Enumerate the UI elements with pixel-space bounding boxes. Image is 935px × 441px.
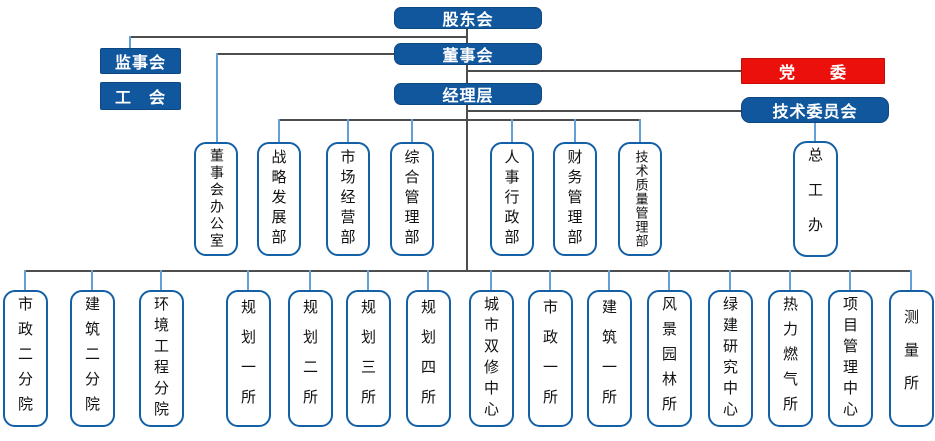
drop-unit-1: [24, 270, 26, 290]
unit-label: 规划三所: [359, 298, 377, 419]
drop-unit-15: [910, 270, 912, 290]
connector-supervisory-branch: [129, 36, 468, 38]
unit-label: 热力燃气所: [781, 296, 799, 421]
drop-unit-13: [789, 270, 791, 290]
department-label: 董事会办公室: [208, 148, 224, 250]
drop-unit-6: [367, 270, 369, 290]
department-box-general: 综合管理部: [390, 142, 434, 256]
connector-tech-committee-branch: [467, 110, 741, 112]
unit-label: 环境工程分院: [152, 295, 170, 422]
drop-supervisory: [129, 36, 131, 48]
unit-label: 规划二所: [301, 298, 319, 419]
box-union-label: 工 会: [114, 88, 166, 107]
unit-box-thermal-gas: 热力燃气所: [768, 290, 813, 427]
department-box-board-office: 董事会办公室: [194, 142, 238, 256]
unit-label: 绿建研究中心: [721, 295, 739, 422]
unit-box-landscape: 风景园林所: [647, 290, 692, 427]
unit-box-municipal-1: 市政一所: [528, 290, 573, 427]
drop-unit-3: [160, 270, 162, 290]
drop-unit-7: [427, 270, 429, 290]
box-chief-engineer-office: 总工办: [793, 141, 838, 257]
drop-unit-14: [849, 270, 851, 290]
unit-box-architecture-branch-2: 建筑二分院: [70, 290, 115, 427]
unit-box-urban-renewal-center: 城市双修中心: [469, 290, 514, 427]
unit-box-project-management-center: 项目管理中心: [828, 290, 873, 427]
unit-label: 规划四所: [419, 298, 437, 419]
chief-engineer-label: 总工办: [806, 146, 824, 252]
unit-box-survey: 测量所: [889, 290, 934, 427]
unit-box-planning-2: 规划二所: [288, 290, 333, 427]
department-box-quality: 技术质量管理部: [618, 142, 662, 256]
unit-label: 风景园林所: [660, 296, 678, 421]
box-management-label: 经理层: [442, 86, 494, 105]
drop-dept-hr: [511, 119, 513, 142]
department-label: 综合管理部: [402, 149, 421, 249]
box-party-committee-label: 党 委: [778, 63, 847, 82]
box-board: 董事会: [394, 43, 542, 65]
box-shareholders: 股东会: [394, 7, 542, 29]
drop-unit-12: [729, 270, 731, 290]
connector-board-office-branch: [217, 53, 394, 55]
drop-dept-market: [347, 119, 349, 142]
unit-box-municipal-branch-2: 市政二分院: [3, 290, 48, 427]
unit-box-planning-1: 规划一所: [226, 290, 271, 427]
drop-unit-5: [309, 270, 311, 290]
connector-departments-distribution: [278, 119, 641, 121]
box-party-committee: 党 委: [741, 58, 885, 84]
department-label: 技术质量管理部: [632, 150, 648, 248]
unit-label: 规划一所: [239, 298, 257, 419]
connector-management-trunk: [466, 105, 468, 271]
unit-label: 城市双修中心: [482, 295, 500, 422]
department-label: 财务管理部: [565, 149, 584, 249]
box-tech-committee-label: 技术委员会: [772, 102, 858, 121]
unit-box-planning-4: 规划四所: [406, 290, 451, 427]
unit-label: 测量所: [902, 309, 920, 408]
connector-bottom-distribution: [24, 270, 912, 272]
unit-label: 项目管理中心: [841, 295, 859, 422]
drop-unit-4: [247, 270, 249, 290]
department-box-strategy: 战略发展部: [257, 142, 301, 256]
connector-board-management: [466, 65, 468, 83]
department-box-finance: 财务管理部: [553, 142, 597, 256]
department-box-hr: 人事行政部: [490, 142, 534, 256]
box-management: 经理层: [394, 83, 542, 105]
box-shareholders-label: 股东会: [442, 10, 494, 29]
unit-label: 建筑一所: [600, 298, 618, 419]
box-tech-committee: 技术委员会: [741, 97, 889, 123]
drop-board-office: [216, 53, 218, 142]
unit-label: 市政一所: [541, 298, 559, 419]
drop-dept-quality: [639, 119, 641, 142]
unit-label: 建筑二分院: [83, 296, 101, 421]
unit-box-architecture-1: 建筑一所: [587, 290, 632, 427]
box-supervisory-label: 监事会: [114, 53, 166, 72]
box-union: 工 会: [100, 82, 181, 110]
unit-box-green-building-center: 绿建研究中心: [708, 290, 753, 427]
drop-unit-8: [490, 270, 492, 290]
unit-box-planning-3: 规划三所: [346, 290, 391, 427]
connector-party-branch: [467, 70, 741, 72]
drop-unit-9: [549, 270, 551, 290]
unit-box-environment-branch: 环境工程分院: [139, 290, 184, 427]
drop-dept-strategy: [278, 119, 280, 142]
drop-dept-general: [411, 119, 413, 142]
drop-unit-2: [91, 270, 93, 290]
box-board-label: 董事会: [442, 46, 494, 65]
department-label: 人事行政部: [502, 149, 521, 249]
drop-dept-finance: [574, 119, 576, 142]
department-box-market: 市场经营部: [326, 142, 370, 256]
drop-chief-engineer: [814, 123, 816, 141]
unit-label: 市政二分院: [16, 296, 34, 421]
drop-unit-10: [608, 270, 610, 290]
department-label: 市场经营部: [338, 149, 357, 249]
drop-unit-11: [668, 270, 670, 290]
box-supervisory: 监事会: [100, 48, 181, 74]
department-label: 战略发展部: [269, 149, 288, 249]
